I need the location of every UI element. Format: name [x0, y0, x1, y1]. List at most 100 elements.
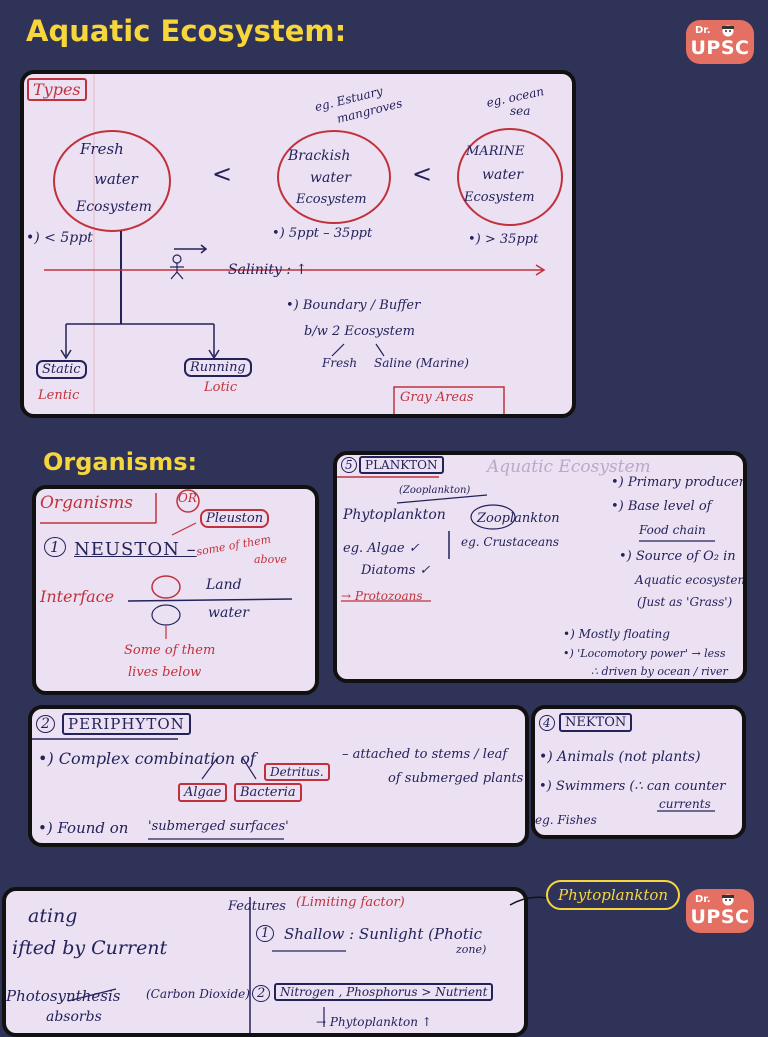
plankton-notes-card: 5 PLANKTON Aquatic Ecosystem (Zooplankto…	[333, 451, 747, 683]
brackish-water-label-3: Ecosystem	[296, 192, 367, 207]
neuston-title: NEUSTON –	[74, 539, 197, 560]
marine-salinity-text: •) > 35ppt	[468, 232, 539, 247]
periphyton-number: 2	[36, 715, 55, 733]
just-as-grass-text: (Just as 'Grass')	[637, 595, 733, 609]
marine-water-label-3: Ecosystem	[464, 190, 535, 205]
nekton-number: 4	[539, 715, 555, 731]
gray-areas-text: Gray Areas	[400, 390, 474, 405]
organisms-tag: Organisms	[40, 493, 134, 513]
land-text: Land	[206, 577, 242, 593]
brackish-water-label-1: Brackish	[288, 148, 351, 164]
boundary-buffer-text: •) Boundary / Buffer	[286, 298, 421, 313]
lives-below-text: lives below	[128, 665, 202, 680]
floating-fragment: ating	[28, 905, 78, 927]
detritus-label: Detritus.	[264, 763, 330, 781]
periphyton-title: PERIPHYTON	[62, 713, 191, 735]
or-label: OR	[178, 491, 197, 505]
animals-text: •) Animals (not plants)	[539, 749, 701, 765]
types-notes-card: Types Fresh water Ecosystem Brackish wat…	[20, 70, 576, 418]
running-label: Running	[184, 358, 252, 377]
phytoplankton-increase-text: → Phytoplankton ↑	[316, 1015, 432, 1029]
nekton-title: NEKTON	[559, 713, 633, 732]
above-text: above	[254, 553, 287, 566]
base-level-text: •) Base level of	[611, 499, 712, 514]
algae-label: Algae	[178, 783, 228, 802]
features-text: Features	[228, 899, 286, 914]
shallow-number: 1	[256, 925, 275, 942]
found-on-text: •) Found on	[38, 819, 129, 837]
shallow-sunlight-text: Shallow : Sunlight (Photic	[284, 925, 483, 943]
some-below-text: Some of them	[124, 643, 216, 658]
primary-producer-text: •) Primary producer	[611, 475, 746, 490]
interface-text: Interface	[40, 587, 115, 606]
periphyton-notes-card: 2 PERIPHYTON •) Complex combination of D…	[28, 705, 529, 847]
doctor-face-icon	[722, 25, 734, 37]
bacteria-label: Bacteria	[234, 783, 302, 802]
less-than-sign-2: <	[412, 160, 433, 188]
eg-crustaceans-text: eg. Crustaceans	[461, 535, 560, 549]
periphyton-diagram-lines	[32, 738, 284, 840]
attached-text: – attached to stems / leaf	[342, 747, 508, 762]
less-than-sign-1: <	[212, 160, 233, 188]
eg-sea-text: sea	[510, 104, 531, 118]
carbon-dioxide-text: (Carbon Dioxide)	[146, 987, 250, 1001]
fresh-word-text: Fresh	[322, 356, 358, 370]
features-notes-card: ating ifted by Current Photosynthesis ab…	[2, 887, 528, 1037]
salinity-text: Salinity : ↑	[228, 262, 308, 278]
source-oxygen-text: •) Source of O₂ in	[619, 549, 736, 564]
dr-upsc-logo-bottom: Dr. UPSC	[686, 889, 754, 933]
plankton-number: 5	[341, 457, 357, 473]
between-ecosystem-text: b/w 2 Ecosystem	[304, 324, 415, 339]
logo-prefix: Dr.	[695, 894, 711, 905]
nekton-diagram-lines	[657, 810, 715, 812]
protozoans-text: → Protozoans	[341, 589, 423, 603]
nekton-notes-card: 4 NEKTON •) Animals (not plants) •) Swim…	[531, 705, 746, 839]
currents-text: currents	[659, 797, 711, 811]
photosynthesis-text: Photosynthesis	[6, 987, 121, 1005]
types-diagram-lines	[44, 74, 563, 414]
absorbs-text: absorbs	[46, 1009, 102, 1025]
logo-name: UPSC	[690, 37, 750, 59]
limiting-factor-text: (Limiting factor)	[296, 895, 405, 910]
brackish-salinity-text: •) 5ppt – 35ppt	[272, 226, 373, 241]
nitrogen-number: 2	[252, 985, 271, 1002]
phytoplankton-label: Phytoplankton	[343, 507, 446, 523]
marine-water-label-2: water	[482, 167, 523, 183]
neuston-notes-card: Organisms OR Pleuston 1 NEUSTON – some o…	[32, 485, 319, 695]
mostly-floating-text: •) Mostly floating	[563, 627, 670, 641]
doctor-face-icon	[722, 894, 734, 906]
driven-by-ocean-text: ∴ driven by ocean / river	[591, 665, 728, 678]
fresh-salinity-text: •) < 5ppt	[26, 230, 93, 246]
lotic-label: Lotic	[204, 380, 238, 395]
food-chain-text: Food chain	[639, 523, 706, 537]
plankton-diagram-lines	[337, 476, 715, 602]
submerged-surfaces-text: 'submerged surfaces'	[148, 819, 289, 834]
pleuston-label: Pleuston	[200, 509, 270, 528]
static-label: Static	[36, 360, 87, 379]
saline-marine-text: Saline (Marine)	[374, 356, 469, 370]
diatoms-text: Diatoms ✓	[361, 563, 431, 578]
phytoplankton-callout: Phytoplankton	[546, 880, 681, 910]
aquatic-ecosystem-text: Aquatic ecosystem	[635, 573, 747, 587]
logo-prefix: Dr.	[695, 25, 711, 36]
nitrogen-phosphorus-text: Nitrogen , Phosphorus > Nutrient	[274, 983, 494, 1001]
eg-algae-text: eg. Algae ✓	[343, 541, 420, 556]
lentic-label: Lentic	[38, 388, 80, 403]
complex-combination-text: •) Complex combination of	[38, 749, 256, 768]
brackish-water-label-2: water	[310, 170, 351, 186]
dr-upsc-logo: Dr. UPSC	[686, 20, 754, 64]
aquatic-ecosystem-heading: Aquatic Ecosystem:	[26, 14, 347, 48]
plankton-title: PLANKTON	[359, 456, 444, 474]
organisms-heading: Organisms:	[43, 448, 198, 476]
marine-water-label-1: MARINE	[466, 144, 525, 159]
water-text: water	[208, 605, 249, 621]
fresh-water-label-2: water	[94, 170, 138, 188]
fresh-water-label-1: Fresh	[80, 140, 124, 158]
drifted-fragment: ifted by Current	[12, 937, 168, 959]
photic-zone-text: zone)	[456, 943, 487, 956]
swimmers-text: •) Swimmers (∴ can counter	[539, 779, 726, 794]
features-diagram-lines	[67, 897, 346, 1033]
logo-name: UPSC	[690, 906, 750, 928]
eg-fishes-text: eg. Fishes	[535, 813, 597, 827]
zooplankton-label: Zooplankton	[477, 511, 560, 526]
